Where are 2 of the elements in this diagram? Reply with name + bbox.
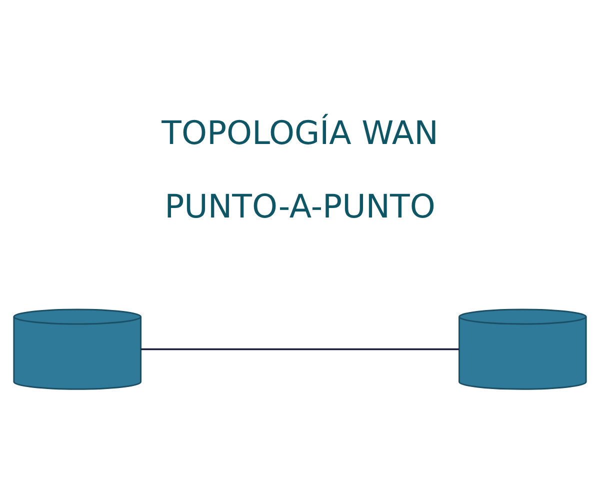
diagram-title: TOPOLOGÍA WAN PUNTO-A-PUNTO: [162, 113, 438, 225]
connector: [140, 348, 459, 350]
